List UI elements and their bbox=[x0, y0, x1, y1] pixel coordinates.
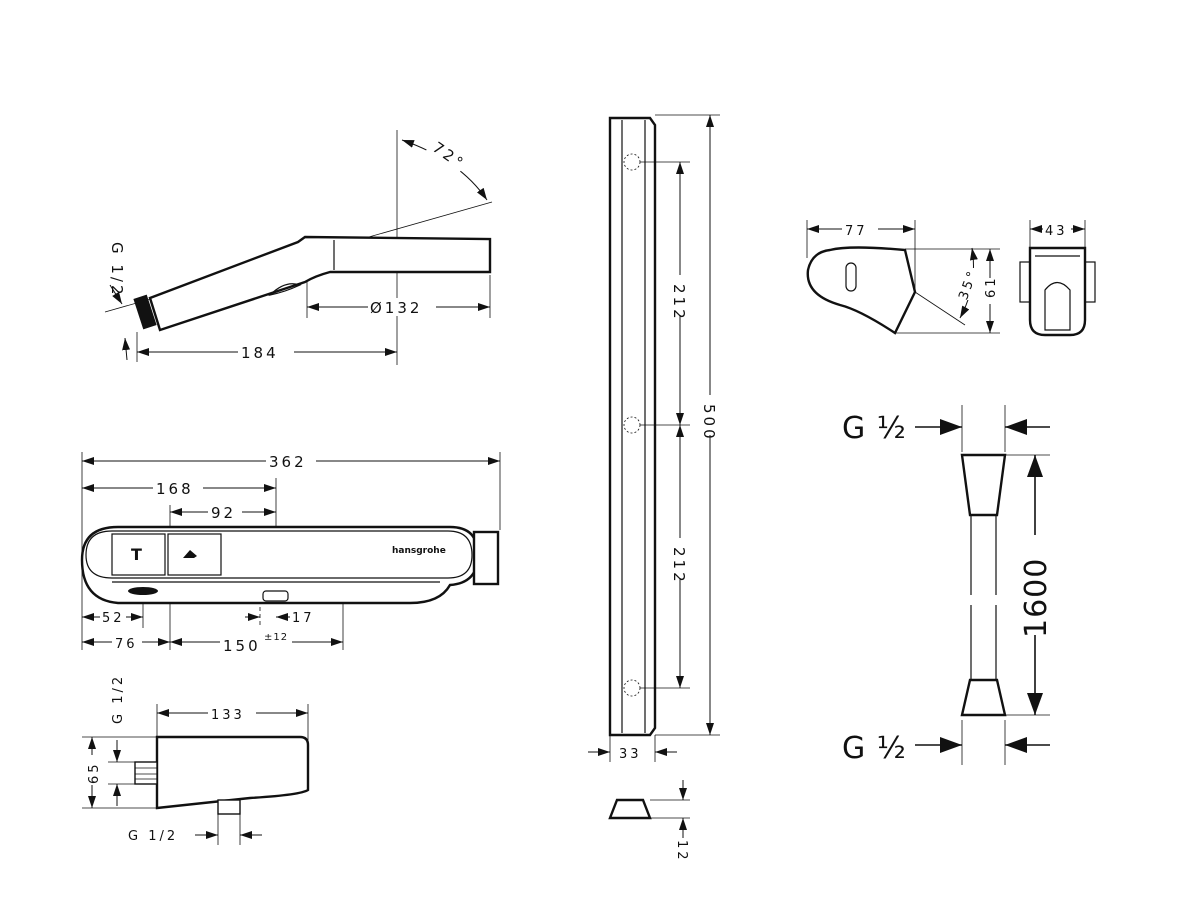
wall-bracket bbox=[472, 530, 500, 586]
shower-rail-view: 500 212 212 33 12 bbox=[588, 114, 720, 863]
fixing-spacing-label: 150 bbox=[223, 637, 261, 655]
outlet-offset-label: 17 bbox=[292, 611, 315, 626]
bottom-thread-label: G 1/2 bbox=[128, 829, 178, 844]
hole-distance-label: 52 bbox=[102, 611, 125, 626]
hose-bottom-nut bbox=[960, 678, 1007, 717]
fixing-left-label: 76 bbox=[115, 637, 138, 652]
diameter-label: Ø132 bbox=[370, 299, 422, 317]
hose-top-nut bbox=[960, 453, 1007, 517]
outlet-distance-label: 168 bbox=[156, 480, 194, 498]
brand-logo: hansgrohe bbox=[392, 546, 446, 556]
thread-label: G 1/2 bbox=[108, 242, 126, 298]
thermostat-view: 362 168 92 T hansgrohe 52 17 76 150 ±12 bbox=[80, 452, 501, 655]
holder-height-label: 61 bbox=[984, 275, 999, 298]
tolerance-label: ±12 bbox=[264, 632, 288, 643]
temperature-button[interactable] bbox=[111, 533, 166, 576]
connector-height-label: 65 bbox=[87, 761, 102, 784]
hand-shower-view: 72° Ø132 184 G 1/2 bbox=[104, 130, 493, 365]
rail-upper-span-label: 212 bbox=[670, 284, 688, 322]
shower-button[interactable] bbox=[167, 533, 222, 576]
shower-icon bbox=[183, 550, 197, 558]
holder-depth-label: 77 bbox=[845, 224, 868, 239]
button-distance-label: 92 bbox=[211, 504, 236, 522]
rail-total-label: 500 bbox=[700, 404, 718, 442]
overall-width-label: 362 bbox=[269, 453, 307, 471]
slider-height-label: 12 bbox=[674, 840, 689, 863]
hose-top-thread-label: G ½ bbox=[842, 411, 907, 446]
holder-width-label: 43 bbox=[1045, 224, 1068, 239]
connector-length-label: 133 bbox=[211, 708, 245, 723]
holder-view: 77 61 35° 43 bbox=[806, 220, 1096, 337]
rail-width-label: 33 bbox=[619, 747, 642, 762]
side-thread-label: G 1/2 bbox=[111, 674, 126, 724]
length-label: 184 bbox=[241, 344, 279, 362]
hose-bottom-thread-label: G ½ bbox=[842, 731, 907, 766]
rail-slider bbox=[608, 798, 652, 820]
temperature-icon: T bbox=[131, 545, 142, 564]
thread-connector bbox=[133, 294, 157, 330]
hose-length-label: 1600 bbox=[1019, 558, 1054, 638]
rail-lower-span-label: 212 bbox=[670, 547, 688, 585]
wall-connector-view: 133 65 G 1/2 G 1/2 bbox=[82, 674, 310, 845]
hose-view: G ½ 1600 G ½ bbox=[842, 405, 1054, 766]
